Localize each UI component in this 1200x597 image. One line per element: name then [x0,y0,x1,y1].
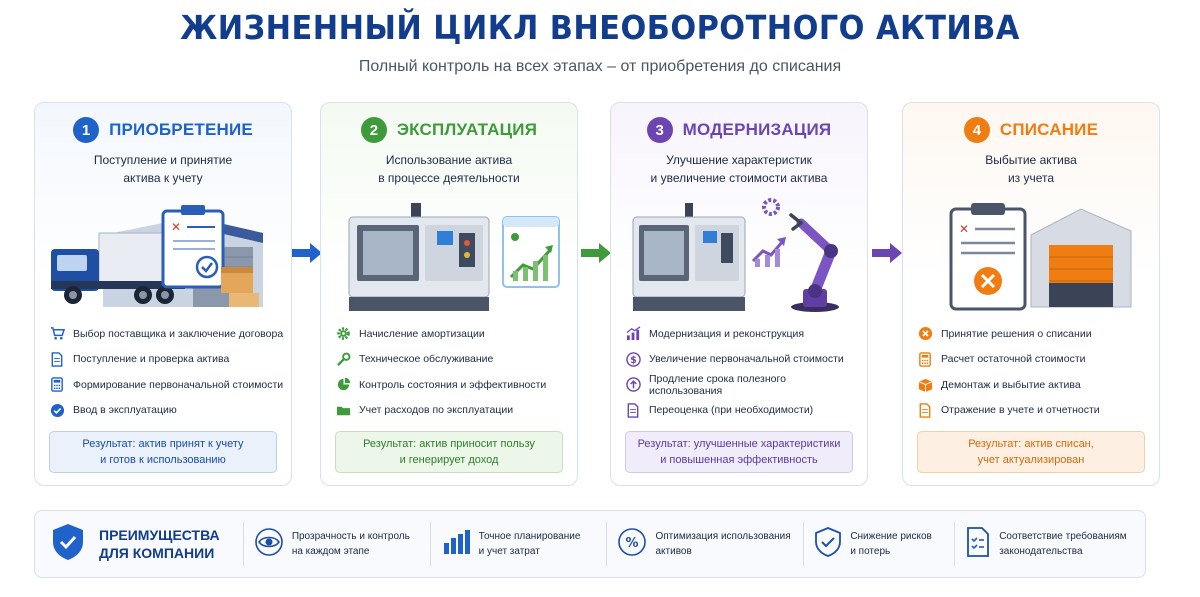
box-icon [917,377,933,393]
checklist-icon [965,526,991,562]
divider [803,522,805,566]
divider [954,522,956,566]
list-item: Формирование первоначальной стоимости [49,372,285,398]
arrow-right-icon [292,243,322,263]
list-item: Ввод в эксплуатацию [49,398,285,424]
stage-steps-list: Выбор поставщика и заключение договора П… [49,321,285,423]
list-item: Поступление и проверка актива [49,347,285,373]
svg-text:%: % [626,536,639,551]
list-item: Переоценка (при необходимости) [625,398,861,424]
stage-title: СПИСАНИЕ [999,120,1099,139]
divider [429,522,431,566]
stage-title: ПРИОБРЕТЕНИЕ [109,120,253,139]
stage-title: МОДЕРНИЗАЦИЯ [682,120,832,139]
list-item: Отражение в учете и отчетности [917,398,1153,424]
list-item: Учет расходов по эксплуатации [335,398,571,424]
percent-icon: % [617,527,647,562]
stage-number-badge: 3 [646,117,673,143]
list-item: Начисление амортизации [335,321,571,347]
stage-header: 4 СПИСАНИЕ [903,117,1159,143]
page-subtitle: Полный контроль на всех этапах – от прио… [358,58,842,75]
calculator-icon [49,377,65,393]
document-icon [917,402,933,418]
stage-steps-list: Модернизация и реконструкция $ Увеличени… [625,321,861,423]
divider [242,522,244,566]
x-circle-icon [917,326,933,342]
svg-text:$: $ [630,355,637,366]
shield-check-icon [51,523,85,566]
stage-header: 1 ПРИОБРЕТЕНИЕ [35,117,291,143]
arrow-right-icon [872,243,902,263]
divider [606,522,608,566]
check-circle-icon [49,402,65,418]
list-item: Контроль состояния и эффективности [335,372,571,398]
arrow-up-circle-icon [625,377,641,393]
stage-title: ЭКСПЛУАТАЦИЯ [396,120,538,139]
gear-icon [335,326,351,342]
stage-steps-list: Начисление амортизации Техническое обслу… [335,321,571,423]
eye-icon [254,527,284,562]
bar-chart-icon [441,527,471,562]
page-title: ЖИЗНЕННЫЙ ЦИКЛ ВНЕОБОРОТНОГО АКТИВА [180,8,1020,47]
cnc-machine-illustration [348,203,560,311]
stage-header: 3 МОДЕРНИЗАЦИЯ [611,117,867,143]
list-item: Техническое обслуживание [335,347,571,373]
stage-number-badge: 1 [73,117,100,143]
bar-chart-icon [625,326,641,342]
arrow-right-icon [581,243,611,263]
calculator-icon [917,351,933,367]
document-icon [625,402,641,418]
truck-warehouse-illustration: ✕ [51,205,263,307]
svg-text:✕: ✕ [171,220,181,234]
list-item: Принятие решения о списании [917,321,1153,347]
cart-icon [49,326,65,342]
writeoff-illustration: ✕ [949,203,1132,311]
list-item: $ Увеличение первоначальной стоимости [625,347,861,373]
shield-check-icon [814,526,842,562]
list-item: Расчет остаточной стоимости [917,347,1153,373]
folder-icon [335,402,351,418]
list-item: Выбор поставщика и заключение договора [49,321,285,347]
pie-chart-icon [335,377,351,393]
dollar-icon: $ [625,351,641,367]
list-item: Модернизация и реконструкция [625,321,861,347]
stage-number-badge: 2 [360,117,387,143]
stage-number-badge: 4 [963,117,990,143]
stage-result: Результат: актив списан,учет актуализиро… [917,431,1145,473]
svg-text:✕: ✕ [959,222,969,236]
stage-header: 2 ЭКСПЛУАТАЦИЯ [321,117,577,143]
list-item: Продление срока полезного использования [625,372,861,398]
stage-steps-list: Принятие решения о списании Расчет остат… [917,321,1153,423]
document-icon [49,351,65,367]
list-item: Демонтаж и выбытие актива [917,372,1153,398]
wrench-icon [335,351,351,367]
robot-arm-illustration [632,198,839,312]
